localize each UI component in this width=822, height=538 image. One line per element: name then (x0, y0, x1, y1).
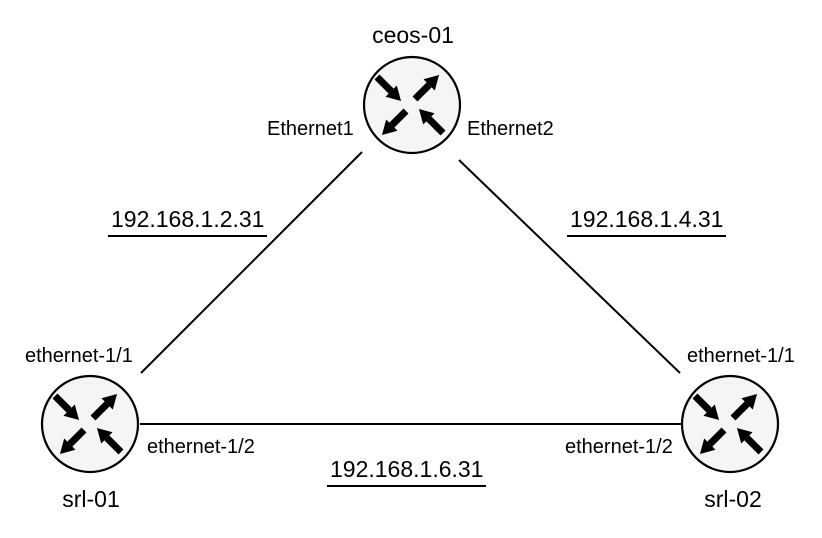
node-ceos-01 (362, 55, 462, 155)
router-icon (680, 374, 780, 474)
node-label-ceos-01: ceos-01 (372, 22, 454, 48)
interface-label-srl-02-ethernet-1-1: ethernet-1/1 (687, 345, 795, 367)
node-label-srl-02: srl-02 (704, 486, 762, 512)
interface-label-ceos-01-ethernet2: Ethernet2 (467, 118, 554, 140)
interface-label-srl-02-ethernet-1-2: ethernet-1/2 (565, 436, 673, 458)
ip-label-link-ceos01-srl01: 192.168.1.2.31 (108, 206, 268, 238)
node-srl-01 (40, 374, 140, 474)
interface-label-srl-01-ethernet-1-2: ethernet-1/2 (147, 436, 255, 458)
interface-label-srl-01-ethernet-1-1: ethernet-1/1 (25, 345, 133, 367)
link-line-ceos01-srl01 (140, 151, 363, 374)
node-srl-02 (680, 374, 780, 474)
ip-label-link-srl01-srl02: 192.168.1.6.31 (327, 456, 487, 488)
node-label-srl-01: srl-01 (62, 486, 120, 512)
ip-label-link-ceos01-srl02: 192.168.1.4.31 (567, 206, 727, 238)
router-icon (362, 55, 462, 155)
interface-label-ceos-01-ethernet1: Ethernet1 (267, 118, 354, 140)
router-icon (40, 374, 140, 474)
link-line-ceos01-srl02 (458, 159, 681, 374)
